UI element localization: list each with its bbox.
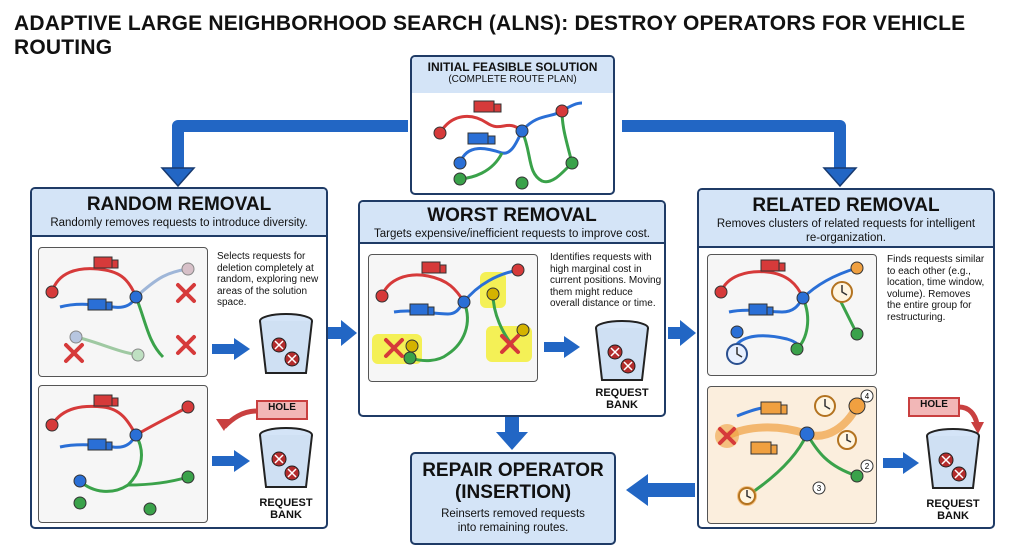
random-removal-panel: RANDOM REMOVAL Randomly removes requests… (30, 187, 328, 529)
removed-x-icon (176, 283, 196, 303)
clock-icon (831, 281, 853, 303)
hole-arrow (216, 400, 308, 431)
clock-icon (814, 395, 836, 417)
clock-icon (837, 430, 857, 450)
random-before-box (38, 247, 208, 377)
worst-route-map (372, 261, 532, 365)
initial-solution-panel: INITIAL FEASIBLE SOLUTION (COMPLETE ROUT… (410, 55, 615, 195)
bucket-icon (259, 427, 313, 488)
repair-operator-panel: REPAIR OPERATOR (INSERTION) Reinserts re… (410, 452, 616, 545)
related-title: RELATED REMOVAL (752, 195, 940, 216)
related-hole-label: HOLE (920, 399, 948, 410)
related-route-map-after: 4 2 3 (715, 389, 874, 506)
related-route-map-before (714, 259, 864, 365)
worst-bank-label: REQUEST BANK (595, 387, 649, 411)
removed-x-icon (384, 338, 404, 358)
random-after-box (38, 385, 208, 523)
clock-icon (726, 343, 748, 365)
bucket-icon (595, 320, 649, 381)
random-title: RANDOM REMOVAL (86, 194, 272, 215)
arrow-initial-to-random (172, 120, 408, 170)
truck-icon (473, 100, 502, 113)
related-subtitle-line1: Removes clusters of related requests for… (716, 218, 976, 230)
random-route-map-before (45, 256, 196, 363)
repair-description-line2: into remaining routes. (457, 522, 569, 534)
random-hole-label: HOLE (268, 402, 296, 413)
bucket-icon (926, 428, 980, 489)
initial-route-map (433, 100, 583, 190)
bucket-icon (259, 313, 313, 374)
random-flow-arrows (212, 338, 250, 472)
random-description: Selects requests for deletion completely… (217, 251, 319, 308)
random-bank-label: REQUEST BANK (259, 497, 313, 521)
removed-x-icon (176, 335, 196, 355)
cluster-badge-3: 3 (817, 484, 822, 493)
worst-removal-panel: WORST REMOVAL Targets expensive/ineffici… (358, 200, 666, 417)
clock-icon (738, 487, 756, 505)
random-subtitle: Randomly removes requests to introduce d… (50, 217, 308, 229)
hole-arrow (908, 397, 984, 434)
cluster-badge: 2 (860, 459, 874, 473)
worst-description: Identifies requests with high marginal c… (550, 252, 662, 309)
related-subtitle-line2: re-organization. (806, 232, 886, 244)
related-flow-arrow (883, 452, 919, 474)
removed-x-icon (500, 334, 520, 354)
worst-subtitle: Targets expensive/inefficient requests t… (374, 228, 650, 240)
removed-x-icon (718, 427, 736, 445)
cluster-badge-2: 2 (865, 462, 870, 471)
related-description: Finds requests similar to each other (e.… (887, 254, 985, 323)
removed-x-icon (64, 343, 84, 363)
worst-flow-arrow (544, 336, 580, 358)
repair-description-line1: Reinserts removed requests (441, 508, 585, 520)
arrow-initial-to-related (622, 120, 846, 170)
cluster-badge: 3 (812, 481, 826, 495)
repair-title-line1: REPAIR OPERATOR (422, 460, 604, 481)
random-route-map-after (45, 394, 195, 516)
related-removal-panel: RELATED REMOVAL Removes clusters of rela… (697, 188, 995, 529)
cluster-badge-4: 4 (865, 392, 870, 401)
repair-title-line2: (INSERTION) (454, 482, 572, 503)
initial-title-line2: (COMPLETE ROUTE PLAN) (448, 74, 577, 85)
related-bank-label: REQUEST BANK (926, 498, 980, 522)
initial-title-line1: INITIAL FEASIBLE SOLUTION (427, 60, 598, 74)
truck-icon (467, 132, 496, 145)
cluster-badge: 4 (860, 389, 874, 403)
diagram-title: ADAPTIVE LARGE NEIGHBORHOOD SEARCH (ALNS… (14, 12, 966, 59)
worst-title: WORST REMOVAL (427, 205, 597, 226)
